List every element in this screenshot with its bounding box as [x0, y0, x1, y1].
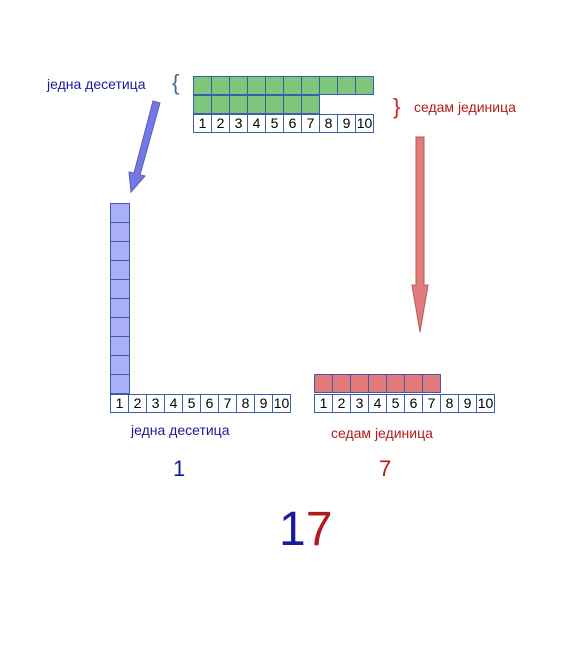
- number-cell: 1: [314, 394, 333, 413]
- number-cell: 6: [283, 114, 302, 133]
- number-cell: 9: [458, 394, 477, 413]
- top-units-brace: }: [393, 94, 401, 119]
- number-cell: 2: [211, 114, 230, 133]
- ten-rod: [110, 203, 130, 394]
- number-cell: 4: [164, 394, 183, 413]
- result-units-digit: 7: [305, 503, 333, 556]
- top-tens-label: једна десетица: [47, 76, 146, 92]
- number-cell: 10: [476, 394, 495, 413]
- number-cell: 9: [254, 394, 273, 413]
- red-arrow: [411, 136, 429, 333]
- left-digit: 1: [173, 456, 186, 481]
- top-green-row-2: [193, 95, 320, 114]
- number-cell: 8: [440, 394, 459, 413]
- units-row: [314, 374, 441, 393]
- number-cell: 2: [332, 394, 351, 413]
- number-cell: 5: [182, 394, 201, 413]
- number-cell: 6: [404, 394, 423, 413]
- top-green-row-1: [193, 76, 374, 95]
- result-tens-digit: 1: [279, 503, 306, 556]
- right-number-row: 1 2 3 4 5 6 7 8 9 10: [314, 394, 495, 413]
- top-number-row: 1 2 3 4 5 6 7 8 9 10: [193, 114, 374, 133]
- number-cell: 6: [200, 394, 219, 413]
- number-cell: 4: [368, 394, 387, 413]
- number-cell: 7: [218, 394, 237, 413]
- number-cell: 5: [386, 394, 405, 413]
- number-cell: 10: [272, 394, 291, 413]
- number-cell: 8: [236, 394, 255, 413]
- result-number: 17: [279, 502, 332, 557]
- blue-arrow: [128, 100, 161, 194]
- number-cell: 7: [422, 394, 441, 413]
- number-cell: 1: [110, 394, 129, 413]
- number-cell: 3: [350, 394, 369, 413]
- top-tens-brace: {: [172, 70, 180, 95]
- number-cell: 2: [128, 394, 147, 413]
- left-label: једна десетица: [131, 422, 230, 438]
- number-cell: 10: [355, 114, 374, 133]
- left-number-row: 1 2 3 4 5 6 7 8 9 10: [110, 394, 291, 413]
- top-units-label: седам јединица: [414, 99, 516, 115]
- number-cell: 3: [146, 394, 165, 413]
- number-cell: 1: [193, 114, 212, 133]
- right-label: седам јединица: [331, 425, 433, 441]
- right-digit: 7: [379, 456, 392, 481]
